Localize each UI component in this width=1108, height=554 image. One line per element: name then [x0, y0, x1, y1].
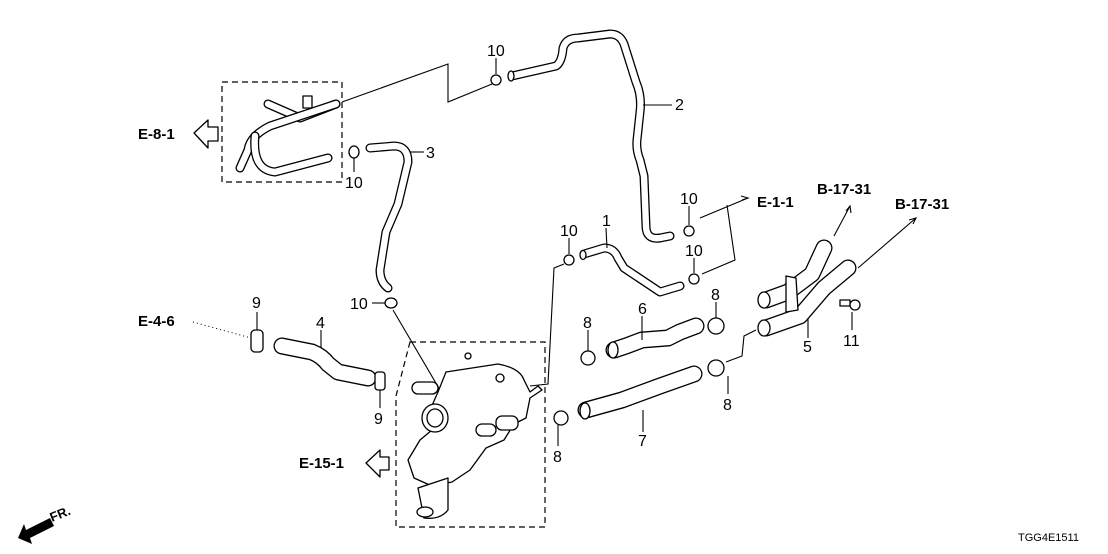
arrow-head-e11 — [740, 195, 750, 201]
callout-9[interactable]: 9 — [252, 295, 261, 312]
front-direction-indicator: FR. — [18, 503, 73, 544]
callout-3[interactable]: 3 — [426, 145, 435, 162]
front-label: FR. — [48, 503, 73, 525]
clamp-8-b — [553, 410, 569, 426]
water-pipe-5 — [757, 239, 857, 337]
pipe-5-bracket — [785, 275, 799, 313]
hose-2 — [507, 29, 675, 243]
callout-5[interactable]: 5 — [803, 339, 812, 356]
callout-8[interactable]: 8 — [723, 397, 732, 414]
heater-pipe-bracket — [302, 95, 313, 109]
hose-4 — [273, 337, 377, 387]
clamp-10-a — [490, 74, 502, 86]
ref-label-e-8-1[interactable]: E-8-1 — [138, 126, 175, 143]
arrow-left-icon — [365, 449, 390, 478]
clamp-10-group — [348, 74, 700, 309]
callout-6[interactable]: 6 — [638, 301, 647, 318]
ref-e-8-1[interactable]: E-8-1 — [138, 119, 219, 149]
callout-8[interactable]: 8 — [711, 287, 720, 304]
callout-10[interactable]: 10 — [685, 243, 703, 260]
water-pump-dashed-box — [395, 341, 546, 528]
leader-line-pump-2 — [392, 309, 441, 391]
hose-1 — [579, 243, 685, 297]
ref-label-b-17-31[interactable]: B-17-31 — [895, 196, 949, 213]
callout-10[interactable]: 10 — [350, 296, 368, 313]
water-pump-inlet — [411, 381, 439, 395]
hose-6 — [605, 317, 705, 359]
callout-7[interactable]: 7 — [638, 433, 647, 450]
clamp-10-b — [348, 145, 360, 159]
clamp-8-c — [707, 317, 725, 335]
leader-line-e11 — [699, 197, 749, 219]
clamp-10-c — [683, 225, 695, 237]
bolt-11 — [839, 299, 861, 311]
clamp-8-d — [707, 359, 725, 377]
ref-label-b-17-31[interactable]: B-17-31 — [817, 181, 871, 198]
hose-7 — [577, 365, 703, 420]
heater-pipe-group — [221, 63, 493, 183]
callout-8[interactable]: 8 — [583, 315, 592, 332]
arrow-left-icon — [193, 119, 219, 149]
callout-10[interactable]: 10 — [680, 191, 698, 208]
ref-label-e-4-6[interactable]: E-4-6 — [138, 313, 175, 330]
callout-11[interactable]: 11 — [843, 333, 860, 350]
front-arrow-icon — [18, 518, 54, 544]
clamp-10-f — [384, 297, 398, 309]
heater-pipe-dashed-box — [221, 81, 343, 183]
clamp-10-d — [563, 254, 575, 266]
callout-1[interactable]: 1 — [602, 213, 611, 230]
leader-line-e11-branch — [701, 204, 736, 275]
leader-line-pump — [529, 263, 565, 387]
water-pump-group — [395, 341, 546, 528]
ref-label-e-15-1[interactable]: E-15-1 — [299, 455, 344, 472]
clamp-9-b — [374, 371, 386, 391]
callout-10[interactable]: 10 — [487, 43, 505, 60]
hose-3 — [365, 141, 413, 293]
leader-line-e46 — [192, 321, 252, 339]
ref-e-15-1[interactable]: E-15-1 — [299, 449, 390, 478]
clamp-10-e — [688, 273, 700, 285]
clamp-9-a — [250, 329, 264, 353]
clamp-8-a — [580, 350, 596, 366]
callout-8[interactable]: 8 — [553, 449, 562, 466]
callout-4[interactable]: 4 — [316, 315, 325, 332]
diagram-code: TGG4E1511 — [1018, 532, 1079, 544]
callout-2[interactable]: 2 — [675, 97, 684, 114]
ref-label-e-1-1[interactable]: E-1-1 — [757, 194, 794, 211]
callout-10[interactable]: 10 — [345, 175, 363, 192]
callout-9[interactable]: 9 — [374, 411, 383, 428]
leader-line-e81 — [341, 63, 493, 103]
callout-10[interactable]: 10 — [560, 223, 578, 240]
water-pump-body — [407, 363, 543, 487]
